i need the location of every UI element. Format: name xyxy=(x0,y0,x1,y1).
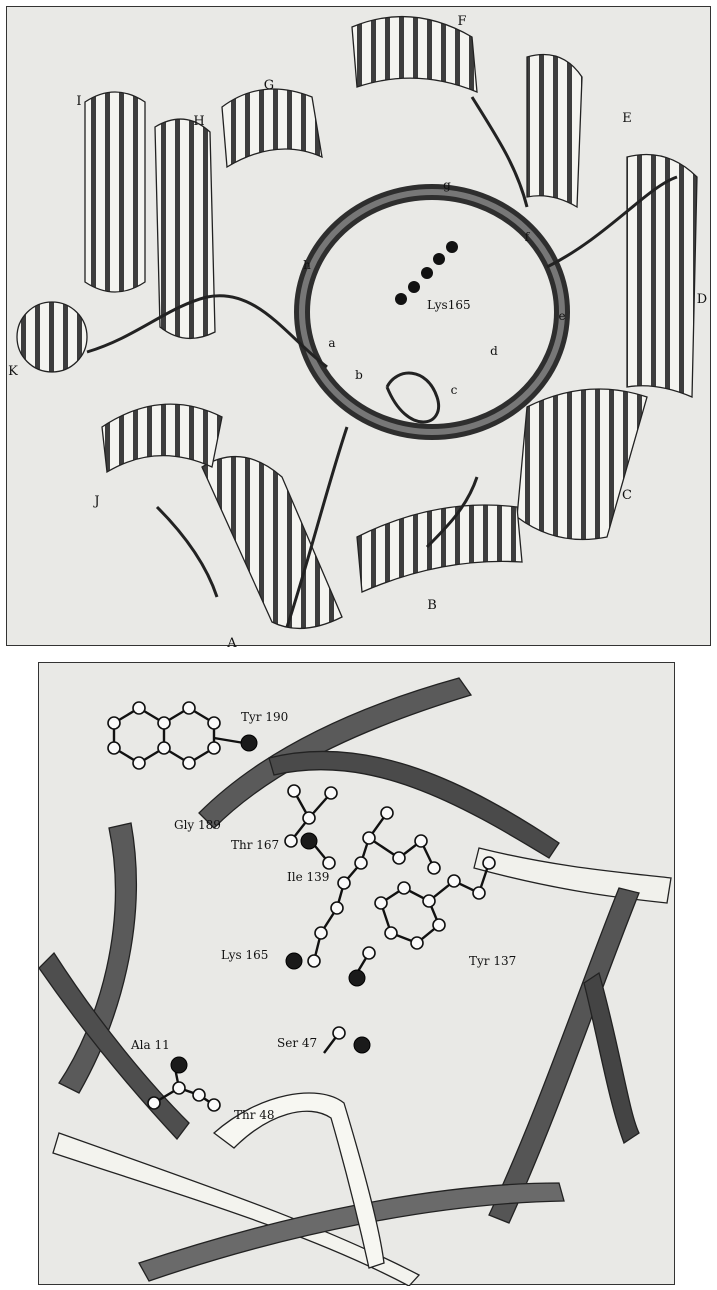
helix-label-f: F xyxy=(457,14,466,29)
residue-label-thr48: Thr 48 xyxy=(234,1108,275,1122)
ribbon-diagram: A B C D E F G H I J K a b c d e f g h Ly… xyxy=(7,7,712,647)
helix-label-g: G xyxy=(264,78,274,93)
active-site-panel: Tyr 190 Gly 189 Thr 167 Ile 139 Lys 165 … xyxy=(38,662,675,1285)
residue-label-tyr190: Tyr 190 xyxy=(241,710,288,724)
strand-label-b: b xyxy=(355,368,363,382)
residue-label-ile139: Ile 139 xyxy=(287,870,329,884)
residue-label-ser47: Ser 47 xyxy=(277,1036,317,1050)
helix-e xyxy=(527,55,582,208)
strand-label-g: g xyxy=(443,178,451,192)
residue-label-lys165: Lys 165 xyxy=(221,948,268,962)
helix-label-h: H xyxy=(193,114,204,129)
helix-label-e: E xyxy=(622,111,632,126)
helix-label-c: C xyxy=(622,488,632,503)
strand-label-h: h xyxy=(303,258,311,272)
helix-c xyxy=(517,389,647,540)
strand-label-a: a xyxy=(328,336,335,350)
helix-label-j: J xyxy=(92,494,99,509)
residue-label-tyr137: Tyr 137 xyxy=(469,954,516,968)
ribbon-diagram-panel: A B C D E F G H I J K a b c d e f g h Ly… xyxy=(6,6,711,646)
helix-a xyxy=(202,457,342,629)
helix-label-i: I xyxy=(76,94,81,109)
helix-j xyxy=(102,404,222,472)
residue-label-ala11: Ala 11 xyxy=(130,1038,170,1052)
helix-d xyxy=(627,155,697,398)
helix-group xyxy=(17,17,697,629)
helix-g xyxy=(222,89,322,167)
helix-b xyxy=(357,505,522,592)
strand-label-c: c xyxy=(451,383,458,397)
active-site-label: Lys165 xyxy=(427,298,471,312)
helix-label-k: K xyxy=(8,364,18,379)
helix-label-b: B xyxy=(427,598,437,613)
helix-label-a: A xyxy=(226,636,237,647)
helix-k xyxy=(17,302,87,372)
active-site-diagram: Tyr 190 Gly 189 Thr 167 Ile 139 Lys 165 … xyxy=(39,663,676,1286)
helix-i xyxy=(85,92,145,292)
residue-label-thr167: Thr 167 xyxy=(231,838,279,852)
strand-label-e: e xyxy=(558,309,565,323)
beta-barrel xyxy=(302,192,562,432)
residue-label-gly189: Gly 189 xyxy=(174,818,221,832)
lys165-sidechain xyxy=(395,241,458,305)
helix-label-d: D xyxy=(697,292,707,307)
strand-label-d: d xyxy=(490,344,498,358)
